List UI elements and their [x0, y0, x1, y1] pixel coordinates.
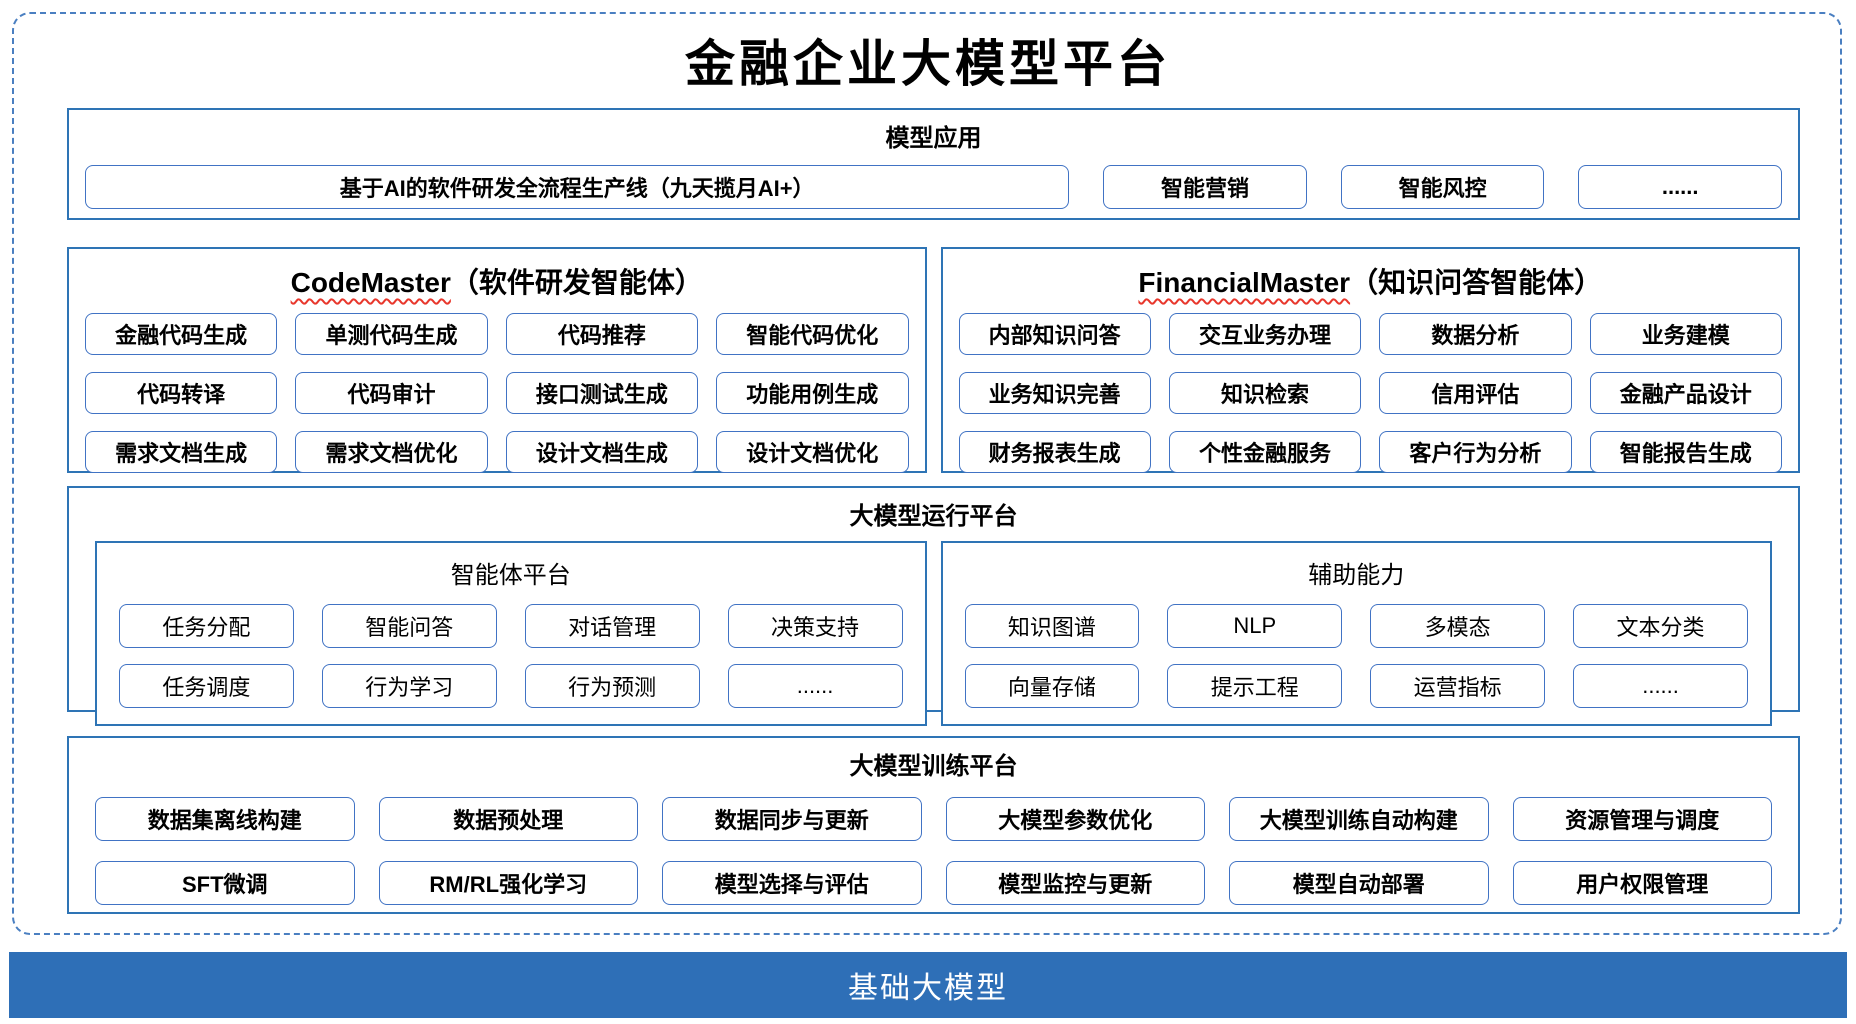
codemaster-title: CodeMaster（软件研发智能体） — [85, 255, 909, 313]
base-model-label: 基础大模型 — [848, 972, 1008, 1005]
training-platform-header: 大模型训练平台 — [849, 753, 1018, 780]
section-training-platform: 大模型训练平台 数据集离线构建数据预处理数据同步与更新大模型参数优化大模型训练自… — [67, 736, 1800, 914]
capability-box: 客户行为分析 — [1379, 431, 1572, 473]
section-runtime-platform: 大模型运行平台 智能体平台 任务分配智能问答对话管理决策支持任务调度行为学习行为… — [67, 486, 1800, 726]
capability-box: 数据集离线构建 — [95, 797, 355, 841]
financialmaster-name: FinancialMaster — [1138, 267, 1351, 298]
capability-box: 行为预测 — [524, 664, 700, 708]
capability-box: 运营指标 — [1370, 664, 1546, 708]
capability-box: 设计文档优化 — [716, 431, 909, 473]
page-title: 金融企业大模型平台 — [685, 34, 1171, 93]
capability-box: 大模型参数优化 — [945, 797, 1205, 841]
model-application-header: 模型应用 — [885, 125, 982, 152]
capability-box: 模型自动部署 — [1229, 861, 1489, 905]
capability-box: 决策支持 — [727, 604, 903, 648]
subpanel-auxiliary: 辅助能力 知识图谱 NLP 多模态文本分类向量存储提示工程运营指标...... — [940, 541, 1772, 726]
capability-box: 知识检索 — [1168, 372, 1362, 414]
capability-box: 大模型训练自动构建 — [1229, 797, 1489, 841]
agent-platform-title: 智能体平台 — [450, 562, 571, 589]
capability-box: SFT微调 — [95, 861, 355, 905]
capability-box: 智能问答 — [321, 604, 497, 648]
agent-platform-items-grid: 任务分配智能问答对话管理决策支持任务调度行为学习行为预测...... — [119, 604, 903, 708]
financialmaster-items-grid: 内部知识问答交互业务办理数据分析业务建模业务知识完善知识检索信用评估金融产品设计… — [958, 313, 1782, 473]
training-items-grid: 数据集离线构建数据预处理数据同步与更新大模型参数优化大模型训练自动构建资源管理与… — [95, 797, 1772, 905]
capability-box: 用户权限管理 — [1512, 861, 1772, 905]
capability-box: 业务知识完善 — [958, 372, 1151, 414]
pipeline-box: 基于AI的软件研发全流程生产线（九天揽月AI+） — [85, 165, 1070, 209]
capability-box: 金融产品设计 — [1589, 372, 1782, 414]
capability-box: 任务调度 — [119, 664, 294, 708]
capability-box: ...... — [1578, 165, 1782, 209]
capability-box: 信用评估 — [1379, 372, 1572, 414]
capability-box: 设计文档生成 — [505, 431, 699, 473]
capability-box: 多模态 — [1370, 604, 1546, 648]
capability-box: 模型监控与更新 — [945, 861, 1205, 905]
capability-box: 文本分类 — [1573, 604, 1748, 648]
capability-box: 数据分析 — [1379, 313, 1572, 355]
capability-box: 智能代码优化 — [716, 313, 909, 355]
capability-box: 接口测试生成 — [505, 372, 699, 414]
codemaster-items-grid: 金融代码生成单测代码生成代码推荐智能代码优化代码转译代码审计接口测试生成功能用例… — [85, 313, 909, 473]
agents-row: CodeMaster（软件研发智能体） 金融代码生成单测代码生成代码推荐智能代码… — [67, 247, 1800, 473]
capability-box: 知识图谱 — [964, 604, 1140, 648]
codemaster-name: CodeMaster — [290, 267, 451, 298]
panel-financialmaster: FinancialMaster（知识问答智能体） 内部知识问答交互业务办理数据分… — [940, 247, 1800, 473]
base-model-bar: 基础大模型 — [9, 952, 1847, 1018]
auxiliary-title: 辅助能力 — [1308, 562, 1405, 589]
auxiliary-items-grid: 知识图谱 NLP 多模态文本分类向量存储提示工程运营指标...... — [964, 604, 1748, 708]
capability-box: ...... — [1573, 664, 1748, 708]
capability-box: 数据预处理 — [378, 797, 638, 841]
model-application-small-items: 智能营销智能风控...... — [1103, 165, 1782, 209]
capability-box: 资源管理与调度 — [1512, 797, 1772, 841]
financialmaster-title: FinancialMaster（知识问答智能体） — [959, 255, 1783, 313]
capability-box: 单测代码生成 — [295, 313, 488, 355]
runtime-subpanels: 智能体平台 任务分配智能问答对话管理决策支持任务调度行为学习行为预测......… — [95, 541, 1772, 726]
codemaster-subtitle: （软件研发智能体） — [450, 267, 703, 298]
capability-box: 需求文档优化 — [295, 431, 488, 473]
section-model-application: 模型应用 基于AI的软件研发全流程生产线（九天揽月AI+） 智能营销智能风控..… — [67, 108, 1800, 220]
capability-box: 任务分配 — [119, 604, 294, 648]
capability-box: 提示工程 — [1167, 664, 1343, 708]
capability-box: 模型选择与评估 — [662, 861, 922, 905]
panel-codemaster: CodeMaster（软件研发智能体） 金融代码生成单测代码生成代码推荐智能代码… — [67, 247, 927, 473]
capability-box: 业务建模 — [1589, 313, 1782, 355]
capability-box: 个性金融服务 — [1168, 431, 1362, 473]
capability-box: 智能风控 — [1340, 165, 1545, 209]
capability-box: 行为学习 — [321, 664, 497, 708]
capability-box: 代码审计 — [295, 372, 488, 414]
capability-box: 功能用例生成 — [716, 372, 909, 414]
capability-box: 内部知识问答 — [958, 313, 1151, 355]
capability-box: 需求文档生成 — [85, 431, 278, 473]
financialmaster-subtitle: （知识问答智能体） — [1350, 267, 1603, 298]
capability-box: 数据同步与更新 — [662, 797, 922, 841]
capability-box: RM/RL强化学习 — [378, 861, 638, 905]
capability-box: NLP — [1167, 604, 1343, 648]
capability-box: 智能报告生成 — [1589, 431, 1782, 473]
capability-box: 对话管理 — [524, 604, 700, 648]
capability-box: 向量存储 — [964, 664, 1140, 708]
capability-box: 金融代码生成 — [85, 313, 278, 355]
runtime-platform-header: 大模型运行平台 — [849, 503, 1018, 530]
capability-box: 财务报表生成 — [958, 431, 1151, 473]
platform-boundary-dashed-border — [12, 12, 1842, 935]
capability-box: 交互业务办理 — [1168, 313, 1362, 355]
capability-box: 代码转译 — [85, 372, 278, 414]
capability-box: 智能营销 — [1103, 165, 1307, 209]
capability-box: ...... — [727, 664, 903, 708]
model-application-items-row: 基于AI的软件研发全流程生产线（九天揽月AI+） 智能营销智能风控...... — [69, 153, 1798, 209]
subpanel-agent-platform: 智能体平台 任务分配智能问答对话管理决策支持任务调度行为学习行为预测...... — [95, 541, 927, 726]
capability-box: 代码推荐 — [505, 313, 699, 355]
